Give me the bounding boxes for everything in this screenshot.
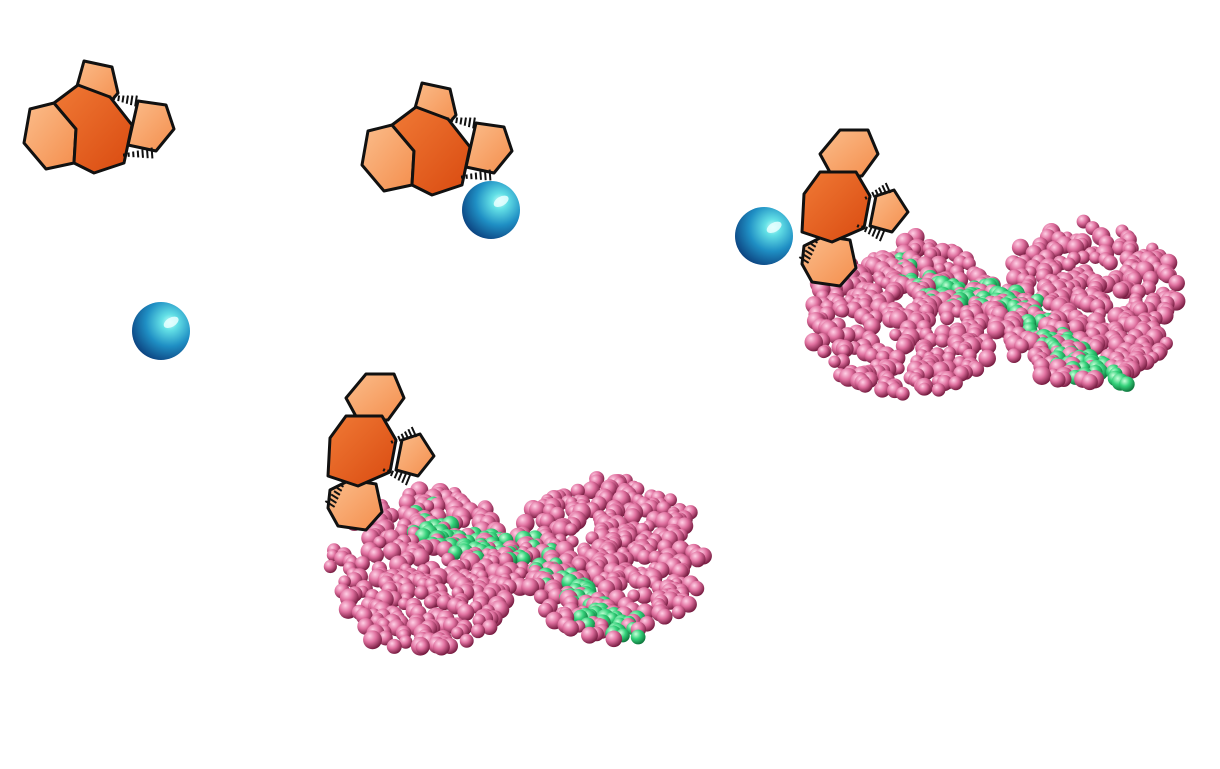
hash-bond-stroke bbox=[142, 150, 143, 158]
ion-sphere bbox=[132, 302, 190, 360]
protein-atom bbox=[562, 620, 578, 636]
ring-top bbox=[346, 374, 404, 420]
protein-atom bbox=[932, 383, 946, 397]
protein-atom bbox=[918, 383, 931, 396]
hash-bond-stroke bbox=[452, 118, 453, 122]
hash-bond-stroke bbox=[343, 481, 346, 483]
hash-bond-stroke bbox=[817, 237, 820, 239]
protein-atom bbox=[657, 609, 673, 625]
protein-atom bbox=[368, 547, 384, 563]
ligand-atom bbox=[631, 630, 646, 645]
hash-bond-stroke bbox=[131, 96, 132, 106]
ion-sphere bbox=[462, 181, 520, 239]
hash-bond-stroke bbox=[114, 96, 115, 100]
protein-atom bbox=[817, 346, 830, 359]
metal-ion bbox=[462, 181, 520, 239]
ligand-atom bbox=[1119, 376, 1135, 392]
protein-atom bbox=[324, 560, 337, 573]
protein-atom bbox=[565, 523, 578, 536]
protein-atom bbox=[460, 634, 474, 648]
hash-bond-stroke bbox=[872, 229, 875, 237]
ring-right bbox=[396, 434, 434, 476]
hash-bond-stroke bbox=[465, 118, 466, 126]
hash-bond-stroke bbox=[480, 172, 481, 180]
hash-bond-stroke bbox=[152, 148, 153, 159]
hash-bond-stroke bbox=[869, 228, 872, 234]
protein-atom bbox=[1007, 348, 1022, 363]
protein-atom bbox=[896, 387, 910, 401]
steroid-molecule bbox=[24, 61, 174, 173]
protein-atom bbox=[363, 630, 382, 649]
ring-right bbox=[128, 101, 174, 151]
hash-bond-stroke bbox=[865, 197, 866, 200]
ring-bottom bbox=[328, 480, 382, 530]
hash-bond-stroke bbox=[391, 441, 392, 444]
ion-sphere bbox=[735, 207, 793, 265]
protein-atom bbox=[387, 639, 402, 654]
hash-bond-stroke bbox=[485, 171, 486, 181]
hash-bond-stroke bbox=[456, 118, 457, 124]
hash-bond-stroke bbox=[880, 231, 884, 241]
metal-ion bbox=[735, 207, 793, 265]
hash-bond-stroke bbox=[118, 96, 119, 102]
protein-atom bbox=[689, 581, 704, 596]
ring-center bbox=[802, 172, 870, 242]
protein-atom bbox=[949, 376, 963, 390]
hash-bond-stroke bbox=[469, 118, 470, 128]
hash-bond-stroke bbox=[857, 225, 858, 228]
hash-bond-stroke bbox=[460, 118, 461, 125]
metal-ion bbox=[132, 302, 190, 360]
protein-atom bbox=[1050, 372, 1066, 388]
hash-bond-stroke bbox=[147, 149, 148, 159]
protein-atom bbox=[690, 551, 706, 567]
hash-bond-stroke bbox=[402, 474, 406, 483]
protein-atom bbox=[858, 378, 873, 393]
protein-atom bbox=[581, 627, 598, 644]
protein-atom bbox=[1082, 374, 1098, 390]
hash-bond-stroke bbox=[122, 96, 123, 103]
hash-bond-stroke bbox=[383, 469, 384, 472]
steroid-ion-protein-complex bbox=[735, 130, 1185, 401]
steroid-protein-complex bbox=[324, 374, 712, 656]
protein-atom bbox=[424, 595, 438, 609]
hash-bond-stroke bbox=[127, 96, 128, 104]
protein-atom bbox=[1103, 255, 1118, 270]
steroid-molecule bbox=[362, 83, 512, 195]
ring-right bbox=[466, 123, 512, 173]
protein-atom bbox=[433, 639, 450, 656]
hash-bond-stroke bbox=[872, 192, 874, 197]
protein-atom bbox=[1168, 275, 1184, 291]
protein-atom bbox=[471, 624, 485, 638]
protein-atom bbox=[606, 631, 623, 648]
protein-atom bbox=[828, 356, 840, 368]
hash-bond-stroke bbox=[395, 472, 398, 478]
protein-atom bbox=[416, 640, 430, 654]
protein-atom bbox=[1112, 282, 1129, 299]
protein-atom bbox=[672, 605, 686, 619]
ring-top bbox=[820, 130, 878, 176]
hash-bond-stroke bbox=[398, 436, 400, 441]
hash-bond-stroke bbox=[398, 473, 401, 481]
steroid-ion-complex bbox=[362, 83, 520, 239]
protein-atom bbox=[1032, 366, 1051, 385]
ring-center bbox=[328, 416, 396, 486]
hash-bond-stroke bbox=[406, 475, 410, 485]
protein-molecule bbox=[324, 471, 712, 656]
hash-bond-stroke bbox=[490, 170, 491, 181]
protein-molecule bbox=[805, 215, 1186, 401]
protein-atom bbox=[836, 304, 849, 317]
protein-atom bbox=[940, 311, 954, 325]
ring-bottom bbox=[802, 236, 856, 286]
ring-right bbox=[870, 190, 908, 232]
hash-bond-stroke bbox=[876, 230, 880, 239]
